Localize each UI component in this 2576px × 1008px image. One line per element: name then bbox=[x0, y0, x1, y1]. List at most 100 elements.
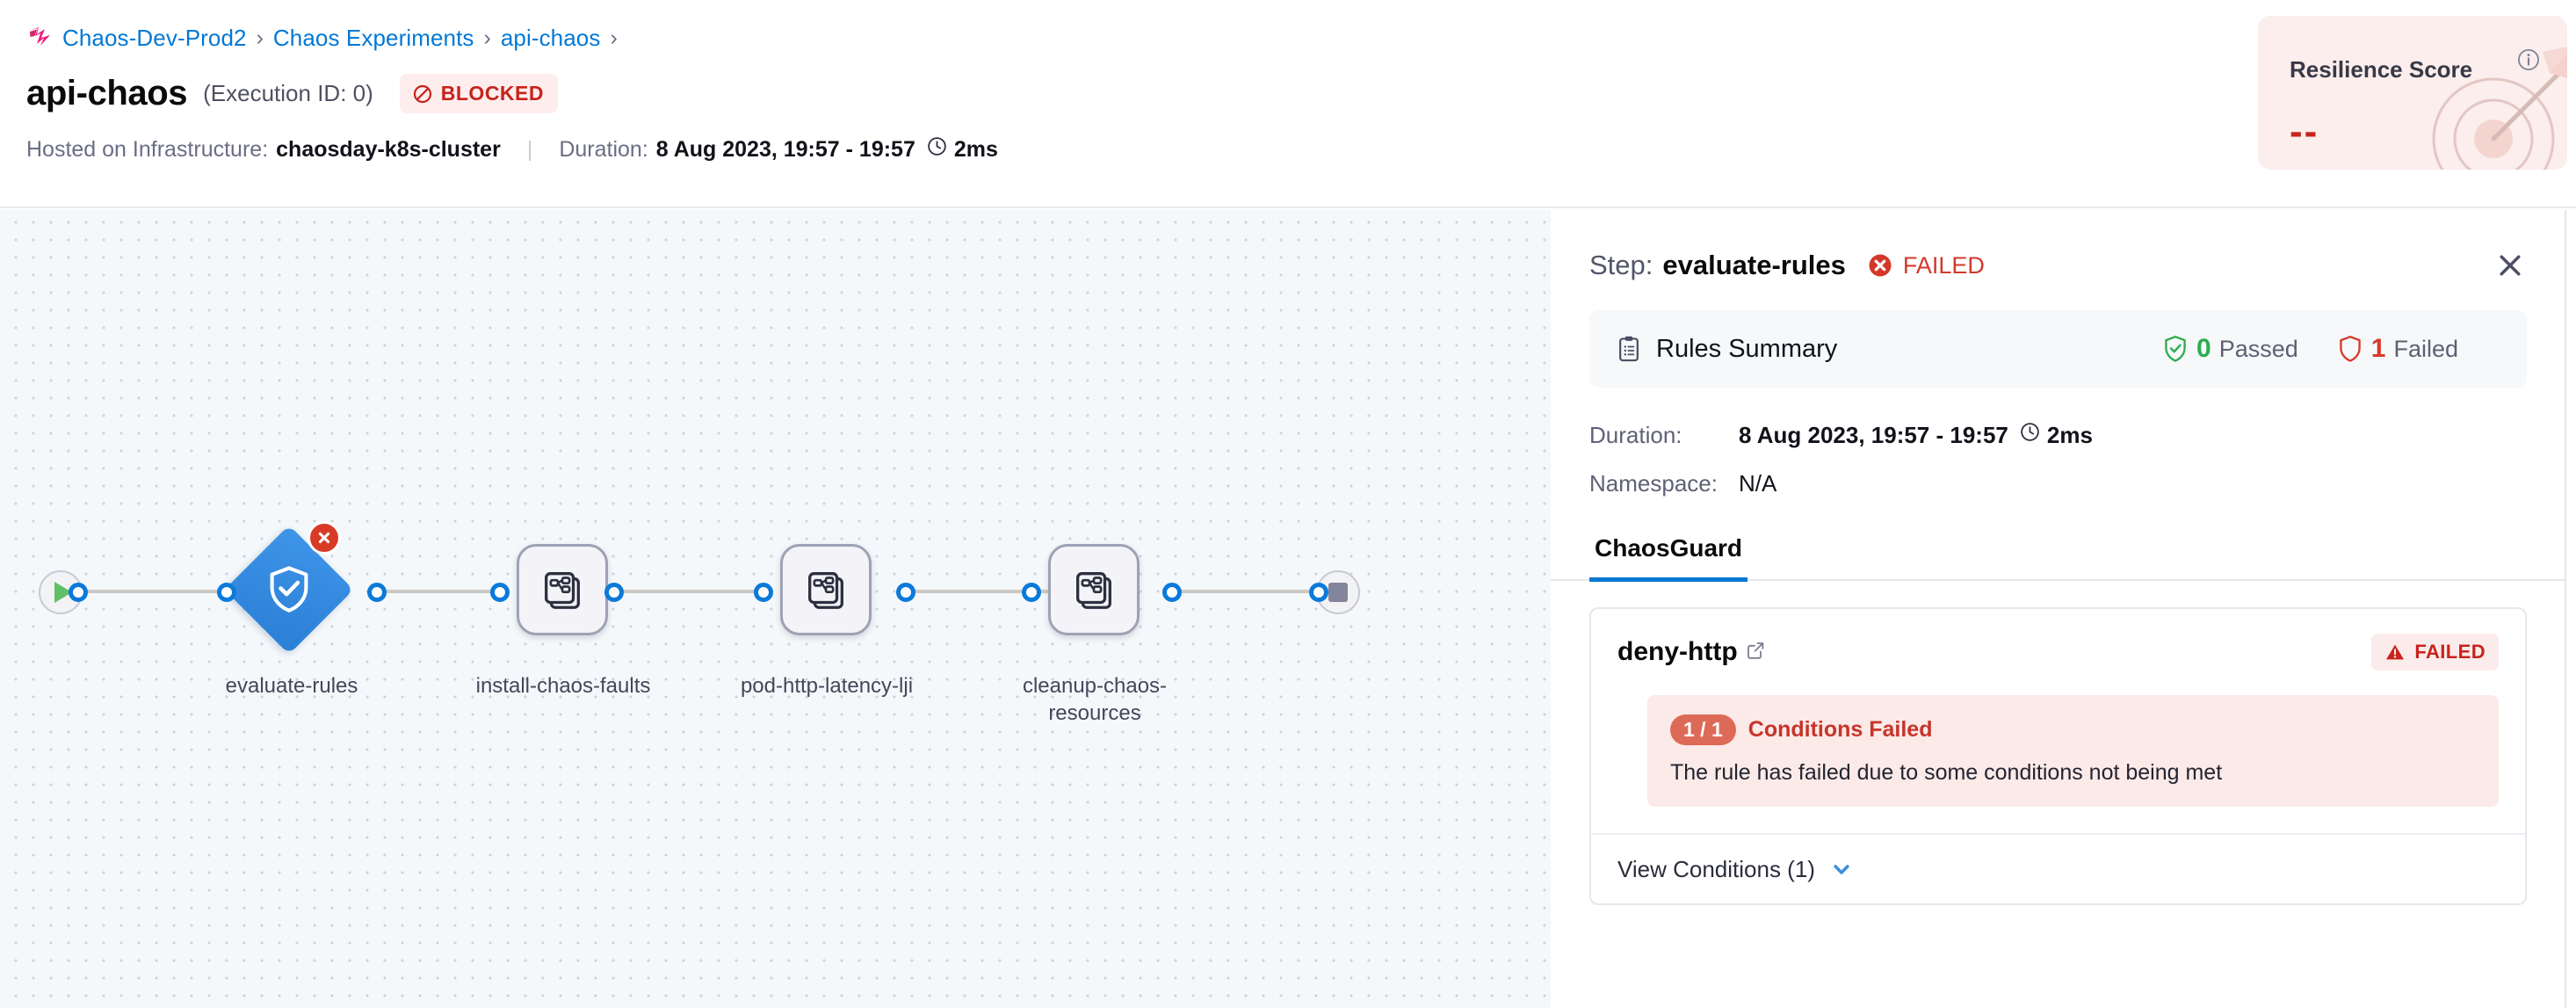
rule-card-deny-http: deny-http FAILED bbox=[1589, 607, 2527, 905]
shield-icon bbox=[2340, 336, 2361, 362]
clipboard-icon bbox=[1619, 336, 1639, 362]
breadcrumb-item-0[interactable]: Chaos-Dev-Prod2 bbox=[62, 24, 247, 51]
rule-name: deny-http bbox=[1617, 637, 1738, 666]
port-latency-in[interactable] bbox=[754, 583, 773, 602]
duration-elapsed: 2ms bbox=[2046, 421, 2093, 448]
conditions-failed-message: The rule has failed due to some conditio… bbox=[1670, 760, 2223, 785]
port-evaluate-out[interactable] bbox=[367, 583, 387, 602]
clock-icon bbox=[2019, 421, 2041, 449]
title-row: api-chaos (Execution ID: 0) BLOCKED bbox=[26, 74, 2576, 113]
edge-cleanup-to-end bbox=[1164, 590, 1318, 593]
node-label-install-chaos-faults: install-chaos-faults bbox=[475, 674, 651, 698]
panel-body: Rules Summary 0 Passed bbox=[1551, 310, 2565, 497]
panel-status: FAILED bbox=[1867, 252, 1985, 279]
execution-meta: Hosted on Infrastructure: chaosday-k8s-c… bbox=[26, 135, 2576, 163]
panel-step-prefix: Step: bbox=[1589, 250, 1653, 280]
step-details-panel: Step: evaluate-rules FAILED bbox=[1551, 210, 2565, 1008]
execution-header: Chaos-Dev-Prod2 › Chaos Experiments › ap… bbox=[0, 0, 2576, 208]
tab-chaosguard[interactable]: ChaosGuard bbox=[1589, 534, 1748, 582]
port-cleanup-in[interactable] bbox=[1022, 583, 1041, 602]
node-install-chaos-faults[interactable] bbox=[517, 544, 608, 635]
node-pod-http-latency-lji[interactable] bbox=[780, 544, 872, 635]
port-start-out[interactable] bbox=[69, 583, 88, 602]
breadcrumb-separator: › bbox=[610, 25, 618, 50]
rules-failed-stat: 1 Failed bbox=[2337, 334, 2458, 364]
rules-summary-card: Rules Summary 0 Passed bbox=[1589, 310, 2527, 388]
port-install-in[interactable] bbox=[490, 583, 510, 602]
breadcrumb: Chaos-Dev-Prod2 › Chaos Experiments › ap… bbox=[26, 23, 2576, 53]
node-cleanup-chaos-resources[interactable] bbox=[1048, 544, 1140, 635]
rule-status-label: FAILED bbox=[2414, 641, 2486, 663]
rule-card-header: deny-http FAILED bbox=[1617, 634, 2499, 671]
resilience-score-title: Resilience Score bbox=[2290, 56, 2473, 83]
port-install-out[interactable] bbox=[604, 583, 624, 602]
duration-label: Duration: bbox=[559, 136, 648, 162]
status-badge: BLOCKED bbox=[399, 74, 558, 113]
port-end-in[interactable] bbox=[1309, 583, 1328, 602]
close-icon[interactable] bbox=[2490, 245, 2530, 286]
duration-elapsed: 2ms bbox=[953, 136, 998, 162]
breadcrumb-separator: › bbox=[483, 25, 491, 50]
port-latency-out[interactable] bbox=[896, 583, 915, 602]
breadcrumb-separator: › bbox=[256, 25, 264, 50]
task-stack-icon bbox=[1076, 572, 1111, 609]
page-title: api-chaos bbox=[26, 74, 188, 112]
status-badge-label: BLOCKED bbox=[440, 82, 544, 105]
infrastructure-label: Hosted on Infrastructure: bbox=[26, 136, 269, 162]
edge-evaluate-to-install bbox=[369, 590, 510, 593]
panel-tabs: ChaosGuard bbox=[1551, 534, 2565, 582]
rules-summary-stats: 0 Passed 1 Failed bbox=[2162, 334, 2500, 364]
namespace-value: N/A bbox=[1739, 470, 1777, 497]
clock-icon bbox=[926, 135, 948, 163]
panel-step-name: evaluate-rules bbox=[1662, 250, 1846, 280]
breadcrumb-item-2[interactable]: api-chaos bbox=[500, 24, 601, 51]
infrastructure-value: chaosday-k8s-cluster bbox=[276, 136, 501, 162]
edge-install-to-latency bbox=[606, 590, 773, 593]
detail-row-namespace: Namespace: N/A bbox=[1589, 470, 2527, 497]
conditions-failed-header: 1 / 1 Conditions Failed bbox=[1670, 714, 2476, 745]
pipeline-canvas[interactable]: evaluate-rules install-chaos-faults bbox=[0, 210, 1551, 1008]
conditions-failed-title: Conditions Failed bbox=[1747, 717, 1933, 742]
node-status-badge-evaluate-rules bbox=[308, 521, 341, 555]
target-arrow-icon bbox=[2432, 46, 2567, 170]
panel-status-label: FAILED bbox=[1902, 251, 1985, 279]
chevron-down-icon bbox=[1834, 865, 1849, 874]
start-node[interactable] bbox=[39, 570, 83, 614]
error-x-icon bbox=[318, 532, 330, 544]
panel-header: Step: evaluate-rules FAILED bbox=[1551, 210, 2565, 291]
duration-key: Duration: bbox=[1589, 421, 1682, 448]
rules-passed-label: Passed bbox=[2218, 335, 2298, 362]
error-x-icon bbox=[1869, 254, 1892, 277]
rules-passed-stat: 0 Passed bbox=[2162, 334, 2298, 364]
warning-triangle-icon bbox=[2386, 644, 2405, 660]
view-conditions-label: View Conditions (1) bbox=[1617, 855, 1815, 882]
duration-value: 8 Aug 2023, 19:57 - 19:57 bbox=[1739, 421, 2008, 448]
breadcrumb-item-1[interactable]: Chaos Experiments bbox=[272, 24, 474, 51]
stop-icon bbox=[1328, 583, 1348, 602]
port-cleanup-out[interactable] bbox=[1162, 583, 1182, 602]
edge-start-to-evaluate bbox=[70, 590, 224, 593]
conditions-failed-box: 1 / 1 Conditions Failed The rule has fai… bbox=[1647, 695, 2499, 807]
detail-row-duration: Duration: 8 Aug 2023, 19:57 - 19:57 2ms bbox=[1589, 421, 2527, 449]
rules-failed-count: 1 bbox=[2370, 334, 2386, 363]
play-icon bbox=[54, 582, 72, 603]
rule-status-badge: FAILED bbox=[2371, 634, 2499, 671]
resilience-score-card: Resilience Score -- bbox=[2258, 16, 2567, 170]
meta-divider: | bbox=[526, 136, 533, 162]
rules-passed-count: 0 bbox=[2196, 334, 2211, 363]
harness-chaos-logo-icon bbox=[29, 27, 50, 46]
rules-summary-left: Rules Summary bbox=[1616, 335, 1837, 364]
edge-latency-to-cleanup bbox=[898, 590, 1052, 593]
view-conditions-toggle[interactable]: View Conditions (1) bbox=[1591, 833, 2525, 903]
namespace-key: Namespace: bbox=[1589, 470, 1718, 497]
node-label-pod-http-latency-lji: pod-http-latency-lji bbox=[740, 674, 914, 698]
external-link-icon[interactable] bbox=[1745, 640, 1766, 665]
shield-check-icon bbox=[2165, 336, 2186, 362]
panel-right-border bbox=[2565, 210, 2566, 1008]
execution-id: (Execution ID: 0) bbox=[203, 80, 373, 106]
port-evaluate-in[interactable] bbox=[217, 583, 236, 602]
duration-value: 8 Aug 2023, 19:57 - 19:57 bbox=[655, 136, 915, 162]
info-icon[interactable] bbox=[2516, 47, 2541, 76]
conditions-count-chip: 1 / 1 bbox=[1670, 714, 1736, 745]
